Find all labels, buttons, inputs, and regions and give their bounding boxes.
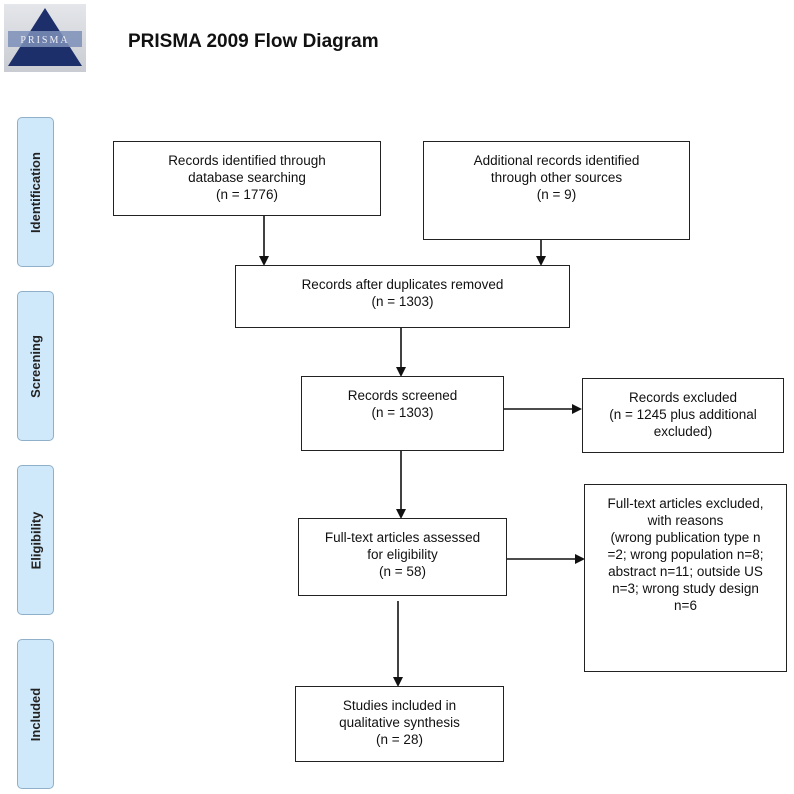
- box-records-excluded: Records excluded (n = 1245 plus addition…: [582, 378, 784, 453]
- box-text-line: qualitative synthesis: [339, 715, 460, 730]
- box-text-line: (wrong publication type n: [610, 530, 761, 545]
- box-duplicates-removed: Records after duplicates removed (n = 13…: [235, 265, 570, 328]
- box-text-line: Records screened: [347, 388, 458, 403]
- box-count: (n = 9): [536, 187, 577, 202]
- prisma-logo-text: PRISMA: [20, 35, 70, 46]
- box-count: (n = 58): [379, 564, 426, 579]
- box-other-sources: Additional records identified through ot…: [423, 141, 690, 240]
- box-text-line: excluded): [653, 424, 713, 439]
- box-database-records: Records identified through database sear…: [113, 141, 381, 216]
- box-text-line: Additional records identified: [473, 153, 640, 168]
- box-text-line: Full-text articles assessed: [324, 530, 481, 545]
- box-text-line: Records after duplicates removed: [301, 277, 504, 292]
- box-text-line: through other sources: [490, 170, 623, 185]
- prisma-logo: PRISMA: [4, 4, 86, 72]
- box-records-screened: Records screened (n = 1303): [301, 376, 504, 451]
- phase-included: Included: [17, 639, 54, 789]
- box-count: (n = 28): [376, 732, 423, 747]
- box-text-line: Studies included in: [342, 698, 457, 713]
- page-title: PRISMA 2009 Flow Diagram: [128, 31, 379, 52]
- box-text-line: Records identified through: [168, 153, 326, 168]
- box-text-line: (n = 1245 plus additional: [609, 407, 757, 422]
- box-text-line: for eligibility: [367, 547, 438, 562]
- prisma-logo-graphic: [8, 8, 82, 66]
- box-text-line: abstract n=11; outside US: [608, 564, 763, 579]
- box-text-line: =2; wrong population n=8;: [607, 547, 764, 562]
- box-text-line: Records excluded: [628, 390, 738, 405]
- box-count: (n = 1776): [216, 187, 278, 202]
- box-studies-included: Studies included in qualitative synthesi…: [295, 686, 504, 762]
- phase-identification: Identification: [17, 117, 54, 267]
- box-count: (n = 1303): [371, 405, 434, 420]
- box-text-line: with reasons: [647, 513, 724, 528]
- box-text-line: database searching: [188, 170, 306, 185]
- box-text-line: n=6: [674, 598, 697, 613]
- box-count: (n = 1303): [371, 294, 434, 309]
- box-fulltext-assessed: Full-text articles assessed for eligibil…: [298, 518, 507, 596]
- phase-eligibility: Eligibility: [17, 465, 54, 615]
- box-text-line: Full-text articles excluded,: [607, 496, 764, 511]
- box-text-line: n=3; wrong study design: [612, 581, 759, 596]
- phase-screening: Screening: [17, 291, 54, 441]
- box-fulltext-excluded: Full-text articles excluded, with reason…: [584, 484, 787, 672]
